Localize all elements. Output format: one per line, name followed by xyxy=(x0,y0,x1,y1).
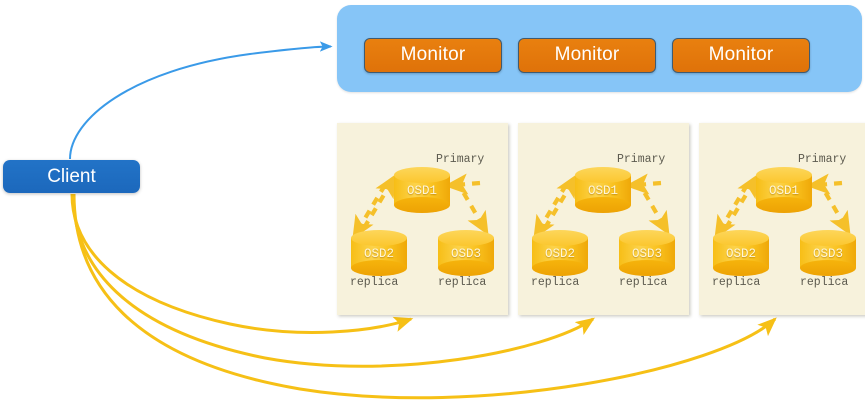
osd-node-replica-right[interactable]: OSD3 xyxy=(800,230,856,276)
osd-node-primary[interactable]: OSD1 xyxy=(394,167,450,213)
cylinder-top xyxy=(438,230,494,246)
osd-node-replica-right[interactable]: OSD3 xyxy=(619,230,675,276)
cylinder-bottom xyxy=(532,260,588,276)
osd-group-panel-3: Primary OSD1 OSD2 OSD3 replica replica xyxy=(699,123,865,315)
cylinder-bottom xyxy=(351,260,407,276)
replica-caption-left: replica xyxy=(350,276,399,289)
connector-client-to-monitor xyxy=(69,41,333,160)
replica-caption-right: replica xyxy=(438,276,487,289)
cylinder-bottom xyxy=(619,260,675,276)
monitor-cluster-panel: Monitor Monitor Monitor xyxy=(337,5,862,92)
arrow-osd1-to-osd3 xyxy=(454,178,489,236)
osd-node-replica-left[interactable]: OSD2 xyxy=(532,230,588,276)
monitor-node-2[interactable]: Monitor xyxy=(518,38,656,73)
replica-caption-left: replica xyxy=(531,276,580,289)
arrow-osd1-to-osd3 xyxy=(635,178,670,236)
cylinder-bottom xyxy=(800,260,856,276)
arrow-osd1-to-osd2 xyxy=(714,183,749,240)
osd-label: OSD3 xyxy=(812,247,843,261)
osd-node-replica-left[interactable]: OSD2 xyxy=(351,230,407,276)
cylinder-top xyxy=(619,230,675,246)
osd-node-primary[interactable]: OSD1 xyxy=(756,167,812,213)
cylinder-top xyxy=(394,167,450,183)
cylinder-top xyxy=(800,230,856,246)
osd-group-panel-2: Primary OSD1 OSD2 OSD3 replica replica xyxy=(518,123,689,315)
osd-label: OSD3 xyxy=(631,247,662,261)
cylinder-bottom xyxy=(713,260,769,276)
arrow-osd2-to-osd1 xyxy=(543,173,578,230)
arrow-osd2-to-osd1 xyxy=(362,173,397,230)
osd-label: OSD2 xyxy=(363,247,394,261)
connector-client-to-osd-3 xyxy=(72,193,777,400)
cylinder-bottom xyxy=(438,260,494,276)
primary-caption: Primary xyxy=(798,153,847,166)
arrow-osd1-to-osd3 xyxy=(816,178,851,236)
cylinder-top xyxy=(532,230,588,246)
cylinder-bottom xyxy=(575,197,631,213)
osd-label: OSD2 xyxy=(725,247,756,261)
cylinder-bottom xyxy=(756,197,812,213)
arrow-osd1-to-osd2 xyxy=(533,183,568,240)
osd-label: OSD2 xyxy=(544,247,575,261)
osd-label: OSD3 xyxy=(450,247,481,261)
replica-caption-left: replica xyxy=(712,276,761,289)
monitor-node-1[interactable]: Monitor xyxy=(364,38,502,73)
osd-internal-arrow-layer xyxy=(533,173,670,240)
osd-label: OSD1 xyxy=(406,184,437,198)
client-node[interactable]: Client xyxy=(3,160,140,193)
osd-internal-arrow-layer xyxy=(714,173,851,240)
replica-caption-right: replica xyxy=(800,276,849,289)
cylinder-top xyxy=(351,230,407,246)
primary-caption: Primary xyxy=(436,153,485,166)
osd-node-primary[interactable]: OSD1 xyxy=(575,167,631,213)
connector-client-to-osd-2 xyxy=(71,193,595,368)
cylinder-top xyxy=(756,167,812,183)
connector-client-to-osd-1 xyxy=(70,193,414,334)
osd-internal-arrow-layer xyxy=(352,173,489,240)
osd-group-panel-1: Primary OSD1 OSD2 OSD3 replica replica xyxy=(337,123,508,315)
cylinder-bottom xyxy=(394,197,450,213)
cylinder-top xyxy=(575,167,631,183)
primary-caption: Primary xyxy=(617,153,666,166)
arrow-osd1-to-osd2 xyxy=(352,183,387,240)
replica-caption-right: replica xyxy=(619,276,668,289)
monitor-node-3[interactable]: Monitor xyxy=(672,38,810,73)
cylinder-top xyxy=(713,230,769,246)
osd-label: OSD1 xyxy=(587,184,618,198)
osd-node-replica-left[interactable]: OSD2 xyxy=(713,230,769,276)
arrow-osd2-to-osd1 xyxy=(724,173,759,230)
osd-node-replica-right[interactable]: OSD3 xyxy=(438,230,494,276)
osd-label: OSD1 xyxy=(768,184,799,198)
